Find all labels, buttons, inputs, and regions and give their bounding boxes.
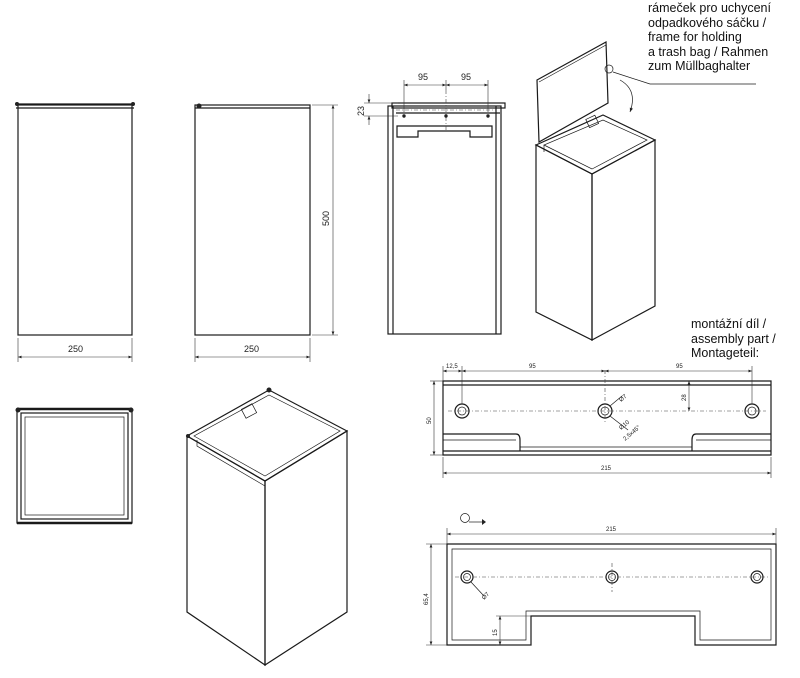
frame-callout-line: rámeček pro uchycení xyxy=(648,1,771,15)
frame-callout-line: zum Müllbaghalter xyxy=(648,59,751,74)
assembly-part-front: 12,5 95 95 50 28 Ø7 Ø10 2,5x45° 215 xyxy=(427,364,772,478)
frame-callout-line: odpadkového sáčku / xyxy=(648,15,767,30)
section-view: 95 95 23 xyxy=(356,72,506,335)
side-width-label: 250 xyxy=(244,344,259,354)
isometric-closed-bin xyxy=(185,387,349,667)
part-length-label: 215 xyxy=(601,466,612,472)
frame-right-label: 95 xyxy=(461,72,471,82)
side-view-body xyxy=(194,104,311,336)
frame-left-label: 95 xyxy=(418,72,428,82)
assembly-callout-line: assembly part / xyxy=(691,331,776,346)
part-right-label: 95 xyxy=(676,364,683,370)
bottom-height-label: 65,4 xyxy=(424,593,430,605)
part-hole-y-label: 28 xyxy=(682,394,688,401)
bottom-plate xyxy=(446,543,777,646)
bottom-step-label: 15 xyxy=(493,629,499,636)
callout-marker-icon xyxy=(604,64,614,74)
bottom-hole-label: Ø7 xyxy=(481,591,491,601)
frame-callout-line: a trash bag / Rahmen xyxy=(648,44,769,59)
top-view-outer xyxy=(16,408,133,524)
assembly-callout-line: montážní díl / xyxy=(691,317,767,331)
frame-callout-line: frame for holding xyxy=(648,30,742,45)
assembly-plate xyxy=(442,380,772,456)
front-view-body xyxy=(17,104,133,336)
part-edge-label: 12,5 xyxy=(446,364,458,370)
part-hole-dia-label: Ø7 xyxy=(618,393,628,403)
bag-frame-lid xyxy=(536,41,609,144)
part-left-label: 95 xyxy=(529,364,536,370)
front-view: 250 xyxy=(15,102,135,362)
height-label: 500 xyxy=(321,211,331,226)
frame-callout-text: rámeček pro uchycení odpadkového sáčku /… xyxy=(648,1,771,74)
part-height-label: 50 xyxy=(427,417,433,424)
section-view-body xyxy=(387,105,502,335)
view-direction-icon xyxy=(460,513,470,523)
isometric-open-bin xyxy=(534,41,756,342)
bottom-length-label: 215 xyxy=(606,527,617,533)
front-width-label: 250 xyxy=(68,344,83,354)
rotate-arrow-icon xyxy=(619,79,634,113)
assembly-callout-line: Montageteil: xyxy=(691,346,760,361)
side-view: 250 500 xyxy=(194,103,338,362)
part-cs-dia-label: Ø10 xyxy=(618,419,631,431)
assembly-part-bottom: Ø7 215 65,4 15 xyxy=(424,513,777,646)
assembly-callout-text: montážní díl / assembly part / Montagete… xyxy=(691,317,776,361)
top-view xyxy=(15,407,134,525)
frame-offset-label: 23 xyxy=(356,106,366,116)
